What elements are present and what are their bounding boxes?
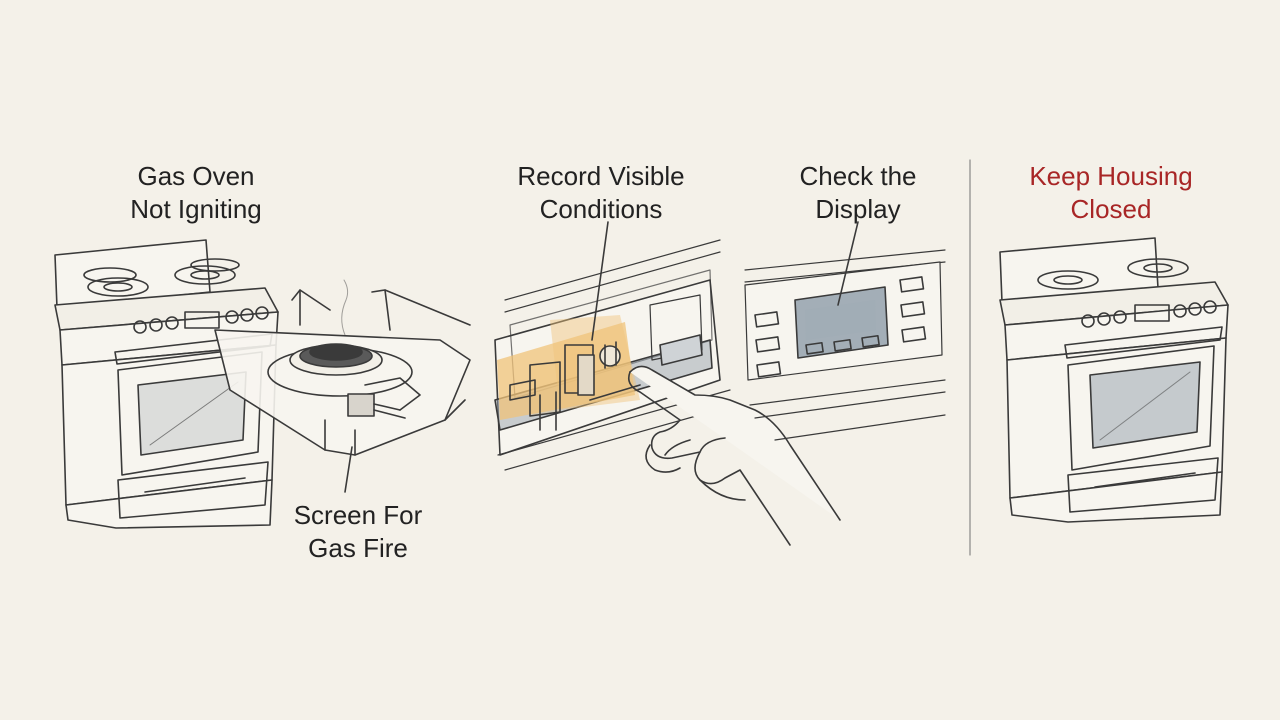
label-line: Gas Oven (137, 161, 255, 191)
label-record-visible-conditions: Record Visible Conditions (496, 160, 706, 226)
pointing-hand-icon (627, 365, 841, 546)
label-line: Conditions (539, 194, 663, 224)
label-line: Display (815, 194, 901, 224)
label-keep-housing-closed: Keep Housing Closed (1006, 160, 1216, 226)
label-gas-oven-not-igniting: Gas Oven Not Igniting (110, 160, 282, 226)
label-line: Keep Housing (1029, 161, 1193, 191)
control-display-icon (744, 221, 946, 441)
label-line: Check the (799, 161, 917, 191)
gas-range-icon (54, 239, 279, 529)
gas-range-closed-icon (999, 237, 1229, 523)
label-line: Screen For (293, 500, 423, 530)
label-line: Closed (1070, 194, 1152, 224)
igniter-closeup-icon (494, 221, 736, 471)
label-line: Gas Fire (308, 533, 408, 563)
label-check-the-display: Check the Display (780, 160, 936, 226)
stovetop-burner-icon (214, 279, 471, 493)
label-line: Record Visible (517, 161, 685, 191)
label-screen-for-gas-fire: Screen For Gas Fire (270, 499, 446, 565)
label-line: Not Igniting (130, 194, 262, 224)
